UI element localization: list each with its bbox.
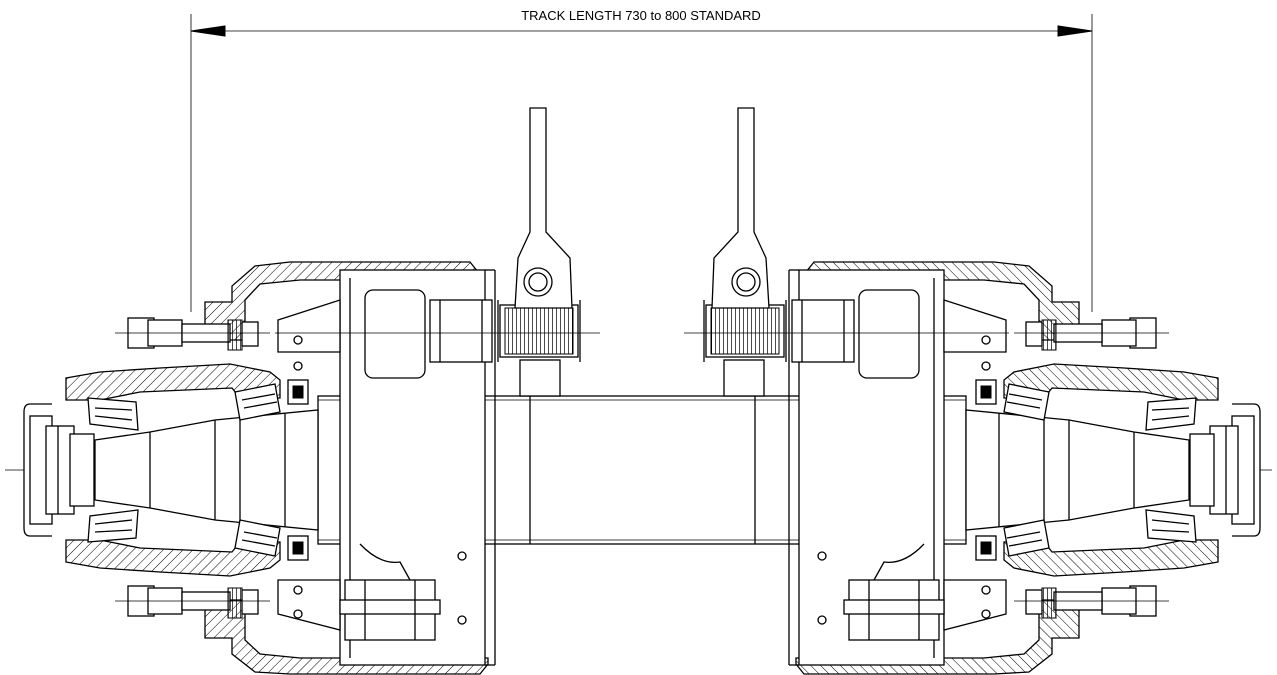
left-hub-assembly: [23, 107, 600, 675]
left-inner-bearing-top: [234, 383, 281, 421]
left-brake-shoe-top: [364, 289, 426, 379]
left-outer-bearing-bottom: [87, 509, 139, 543]
track-length-dimension: TRACK LENGTH 730 to 800 STANDARD: [190, 8, 1093, 312]
right-bracket-bottom: [943, 579, 1007, 631]
left-spindle: [94, 409, 319, 531]
right-spindle: [965, 409, 1190, 531]
right-hub-assembly: [684, 107, 1261, 675]
right-bracket-top: [943, 299, 1007, 353]
left-arrowhead: [190, 25, 226, 37]
left-drum-upper: [204, 261, 479, 341]
left-slack-adjuster-lever: [514, 107, 573, 309]
right-inner-bearing-bottom: [1003, 519, 1050, 557]
right-bolt-top: [1014, 317, 1169, 351]
left-bolt-top: [115, 317, 270, 351]
right-arrowhead: [1057, 25, 1093, 37]
right-lever-base: [723, 359, 765, 397]
right-outer-bearing-bottom: [1145, 509, 1197, 543]
dimension-label: TRACK LENGTH 730 to 800 STANDARD: [521, 8, 761, 23]
left-cam-bushing: [429, 299, 493, 363]
right-cam-bushing: [791, 299, 855, 363]
left-bracket-bottom: [277, 579, 341, 631]
right-outer-bearing-top: [1145, 397, 1197, 431]
right-brake-shoe-top: [858, 289, 920, 379]
left-bolt-bottom: [115, 585, 270, 619]
left-outer-bearing-top: [87, 397, 139, 431]
left-bracket-top: [277, 299, 341, 353]
right-inner-bearing-top: [1003, 383, 1050, 421]
left-inner-bearing-bottom: [234, 519, 281, 557]
right-slack-adjuster-lever: [711, 107, 770, 309]
right-bolt-bottom: [1014, 585, 1169, 619]
right-drum-upper: [805, 261, 1080, 341]
left-lever-base: [519, 359, 561, 397]
